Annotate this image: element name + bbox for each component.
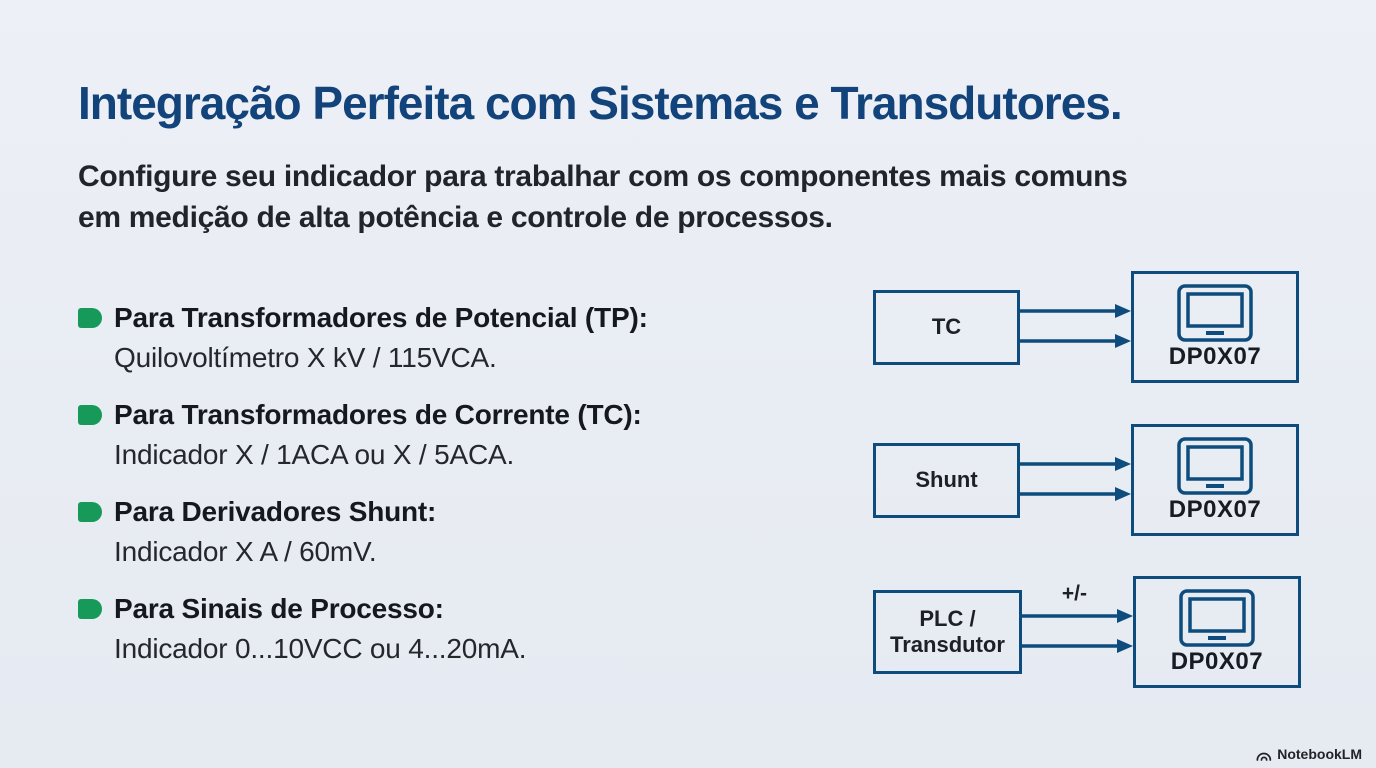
list-item: Para Transformadores de Potencial (TP): …: [78, 298, 808, 378]
subtitle-line-1: Configure seu indicador para trabalhar c…: [78, 160, 1128, 193]
source-box-label: Shunt: [915, 467, 978, 492]
indicator-label: DP0X07: [1168, 495, 1262, 523]
arrow-icon: [1020, 457, 1131, 501]
list-item-heading: Para Sinais de Processo:: [114, 593, 444, 624]
monitor-icon: [1177, 283, 1253, 342]
source-box-shunt: Shunt: [873, 442, 1020, 518]
diagram-area: TC DP0X07 Shu: [873, 271, 1301, 689]
list-item-text: Para Derivadores Shunt: Indicador X A / …: [114, 492, 808, 572]
feature-list: Para Transformadores de Potencial (TP): …: [78, 298, 808, 686]
source-box-label: TC: [931, 314, 962, 339]
subtitle-line-2: em medição de alta potência e controle d…: [78, 201, 833, 234]
list-item-detail: Quilovoltímetro X kV / 115VCA.: [114, 342, 497, 373]
notebooklm-logo-icon: [1256, 752, 1272, 761]
list-item: Para Transformadores de Corrente (TC): I…: [78, 395, 808, 475]
diagram-row-plc: PLC / Transdutor +/- DP0X07: [873, 576, 1301, 688]
diagram-row-shunt: Shunt DP0X07: [873, 424, 1299, 536]
indicator-box: DP0X07: [1132, 576, 1301, 688]
list-item-text: Para Sinais de Processo: Indicador 0...1…: [114, 589, 808, 669]
indicator-box: DP0X07: [1131, 424, 1299, 536]
list-item-heading: Para Transformadores de Potencial (TP):: [114, 302, 648, 333]
subtitle: Configure seu indicador para trabalhar c…: [78, 156, 1328, 238]
list-item-heading: Para Transformadores de Corrente (TC):: [114, 399, 642, 430]
indicator-label: DP0X07: [1168, 342, 1262, 370]
page-title: Integração Perfeita com Sistemas e Trans…: [78, 77, 1123, 129]
list-item: Para Derivadores Shunt: Indicador X A / …: [78, 492, 808, 572]
list-item-text: Para Transformadores de Corrente (TC): I…: [114, 395, 808, 475]
source-box-label: PLC / Transdutor: [890, 606, 1005, 657]
list-item-detail: Indicador X / 1ACA ou X / 5ACA.: [114, 439, 515, 470]
arrow-connectors: [1020, 424, 1131, 536]
polarity-label: +/-: [1061, 582, 1087, 605]
arrow-icon: [1021, 609, 1133, 653]
source-box-tc: TC: [873, 289, 1020, 365]
list-item-detail: Indicador X A / 60mV.: [114, 536, 377, 567]
indicator-label: DP0X07: [1170, 647, 1264, 675]
monitor-icon: [1177, 436, 1253, 495]
arrow-connectors: [1020, 271, 1131, 383]
bullet-icon: [78, 502, 102, 522]
watermark-label: NotebookLM: [1277, 746, 1362, 762]
monitor-icon: [1179, 588, 1255, 647]
bullet-icon: [78, 405, 102, 425]
diagram-row-tc: TC DP0X07: [873, 271, 1299, 383]
arrow-icon: [1020, 304, 1131, 348]
list-item: Para Sinais de Processo: Indicador 0...1…: [78, 589, 808, 669]
arrow-connectors: +/-: [1021, 576, 1133, 688]
bullet-icon: [78, 308, 102, 328]
list-item-text: Para Transformadores de Potencial (TP): …: [114, 298, 808, 378]
source-box-plc: PLC / Transdutor: [873, 590, 1022, 674]
list-item-heading: Para Derivadores Shunt:: [114, 496, 437, 527]
indicator-box: DP0X07: [1131, 271, 1299, 383]
notebooklm-watermark: NotebookLM: [1255, 746, 1362, 762]
list-item-detail: Indicador 0...10VCC ou 4...20mA.: [114, 633, 527, 664]
bullet-icon: [78, 599, 102, 619]
